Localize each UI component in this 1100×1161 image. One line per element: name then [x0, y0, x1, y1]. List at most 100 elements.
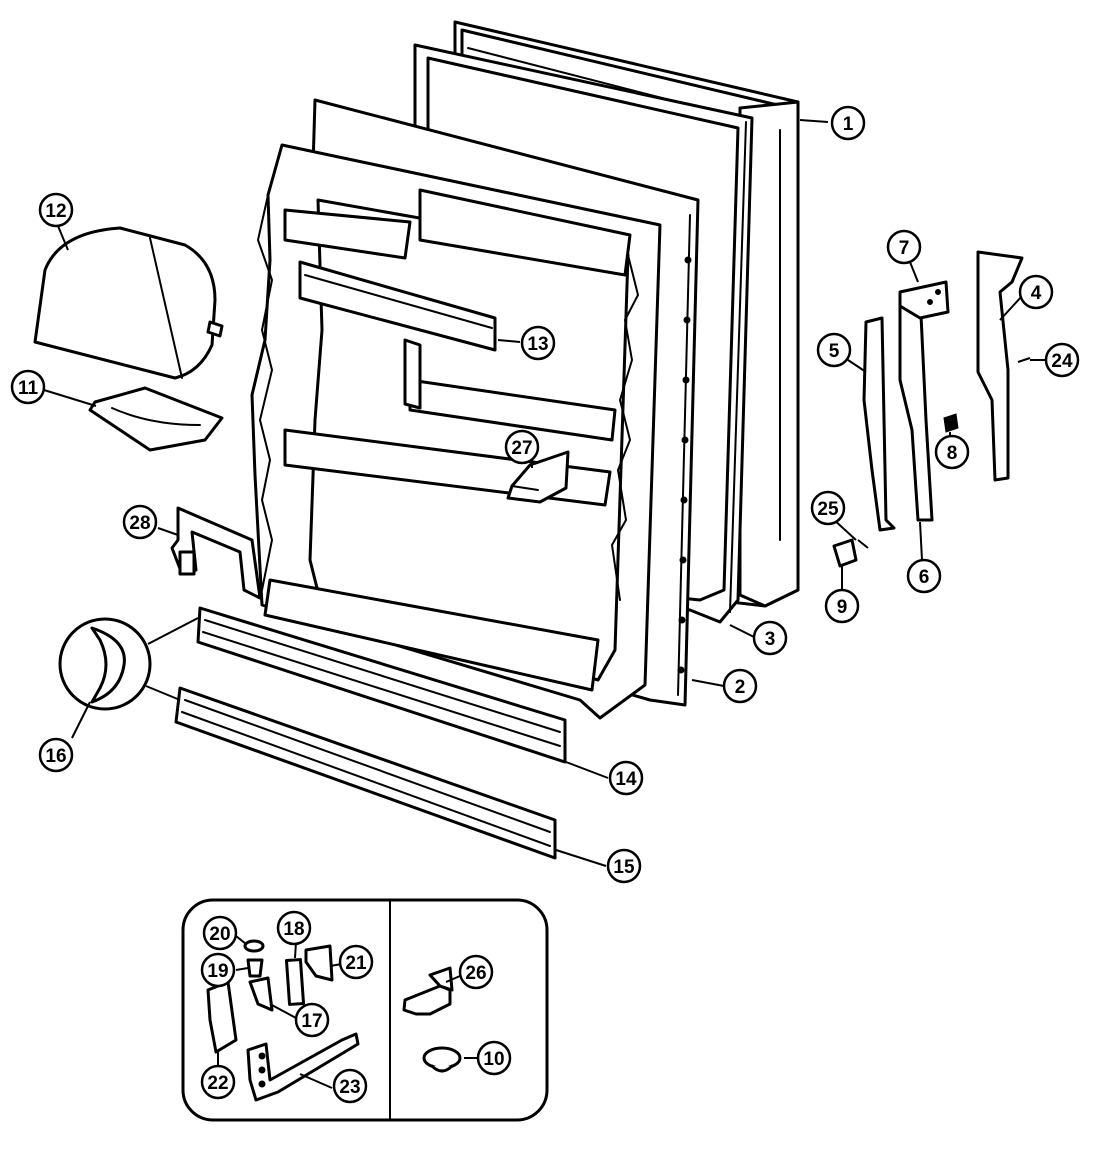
- callout-label: 5: [829, 341, 840, 362]
- callout-circle: [906, 558, 942, 594]
- callout-label: 1: [843, 114, 854, 135]
- dairy-door: [33, 226, 224, 380]
- callout-label: 15: [613, 857, 635, 878]
- callout-14: 14: [608, 760, 644, 796]
- callout-label: 8: [947, 443, 958, 464]
- callout-6: 6: [906, 558, 942, 594]
- callout-label: 16: [45, 746, 66, 767]
- door-stop-bracket: [506, 450, 570, 504]
- callout-23: 23: [332, 1068, 368, 1104]
- callout-circle: [10, 369, 46, 405]
- callout-label: 19: [207, 961, 228, 982]
- callout-circle: [830, 105, 866, 141]
- callout-15: 15: [606, 848, 642, 884]
- callout-16: 16: [38, 737, 74, 773]
- callout-9: 9: [824, 588, 860, 624]
- callout-label: 28: [129, 513, 150, 534]
- handle-strip: [862, 316, 896, 532]
- callout-circle: [816, 332, 852, 368]
- callout-label: 18: [283, 919, 304, 940]
- callout-22: 22: [200, 1064, 236, 1100]
- handle-bracket: [898, 280, 950, 522]
- callout-circle: [520, 325, 556, 361]
- callout-circle: [608, 760, 644, 796]
- callout-1: 1: [830, 105, 866, 141]
- door-shelf-bar-lower: [174, 686, 557, 860]
- callout-circle: [38, 192, 74, 228]
- leader-lines: [43, 119, 1046, 1089]
- callout-label: 14: [615, 769, 637, 790]
- callout-circle: [606, 848, 642, 884]
- callout-circle: [1018, 274, 1054, 310]
- callout-circle: [202, 915, 238, 951]
- callout-label: 27: [511, 438, 532, 459]
- callout-4: 4: [1018, 274, 1054, 310]
- bar-end-cap-detail: [58, 617, 199, 711]
- liner-bracket: [170, 506, 262, 600]
- hardware-inset: [181, 898, 549, 1122]
- callout-13: 13: [520, 325, 556, 361]
- callout-label: 17: [301, 1011, 322, 1032]
- callout-label: 10: [483, 1049, 504, 1070]
- callout-8: 8: [934, 434, 970, 470]
- callout-3: 3: [752, 620, 788, 656]
- callout-5: 5: [816, 332, 852, 368]
- door-shelf-bar-upper: [196, 606, 567, 764]
- dairy-door-hinge: [88, 386, 224, 452]
- callout-label: 3: [765, 629, 776, 650]
- callout-27: 27: [504, 429, 540, 465]
- callout-11: 11: [10, 369, 46, 405]
- callout-12: 12: [38, 192, 74, 228]
- callout-circle: [934, 434, 970, 470]
- callout-label: 23: [339, 1077, 360, 1098]
- callout-7: 7: [886, 229, 922, 265]
- callout-circle: [752, 620, 788, 656]
- callout-circle: [338, 944, 374, 980]
- callout-label: 21: [345, 953, 367, 974]
- callout-25: 25: [810, 490, 846, 526]
- callout-circle: [476, 1040, 512, 1076]
- callout-label: 6: [919, 567, 930, 588]
- callout-circle: [1044, 342, 1080, 378]
- callout-circle: [38, 737, 74, 773]
- callout-21: 21: [338, 944, 374, 980]
- callout-circle: [886, 229, 922, 265]
- hinge-channel: [976, 250, 1024, 482]
- callout-label: 26: [465, 963, 486, 984]
- callout-circle: [200, 1064, 236, 1100]
- callout-label: 2: [735, 677, 746, 698]
- callout-label: 9: [837, 597, 848, 618]
- callout-24: 24: [1044, 342, 1080, 378]
- callout-20: 20: [202, 915, 238, 951]
- callout-circle: [294, 1002, 330, 1038]
- callout-label: 20: [209, 924, 230, 945]
- callout-10: 10: [476, 1040, 512, 1076]
- door-liner: [250, 98, 700, 720]
- screws: [857, 357, 1031, 549]
- callout-17: 17: [294, 1002, 330, 1038]
- callout-circle: [200, 952, 236, 988]
- callout-circle: [504, 429, 540, 465]
- callout-26: 26: [458, 954, 494, 990]
- callout-label: 4: [1031, 283, 1042, 304]
- callout-label: 25: [817, 499, 839, 520]
- callout-circle: [810, 490, 846, 526]
- callout-circle: [276, 910, 312, 946]
- callout-2: 2: [722, 668, 758, 704]
- callout-circle: [332, 1068, 368, 1104]
- callout-label: 22: [207, 1073, 228, 1094]
- callout-label: 7: [899, 238, 910, 259]
- callout-label: 12: [45, 201, 66, 222]
- callout-label: 11: [18, 378, 39, 399]
- callout-circle: [458, 954, 494, 990]
- callout-19: 19: [200, 952, 236, 988]
- callout-label: 13: [527, 334, 548, 355]
- callout-circle: [824, 588, 860, 624]
- callout-circle: [122, 504, 158, 540]
- callout-label: 24: [1051, 351, 1073, 372]
- plug: [943, 413, 959, 433]
- end-cap: [832, 538, 858, 568]
- shelf-rail-upper: [298, 260, 497, 410]
